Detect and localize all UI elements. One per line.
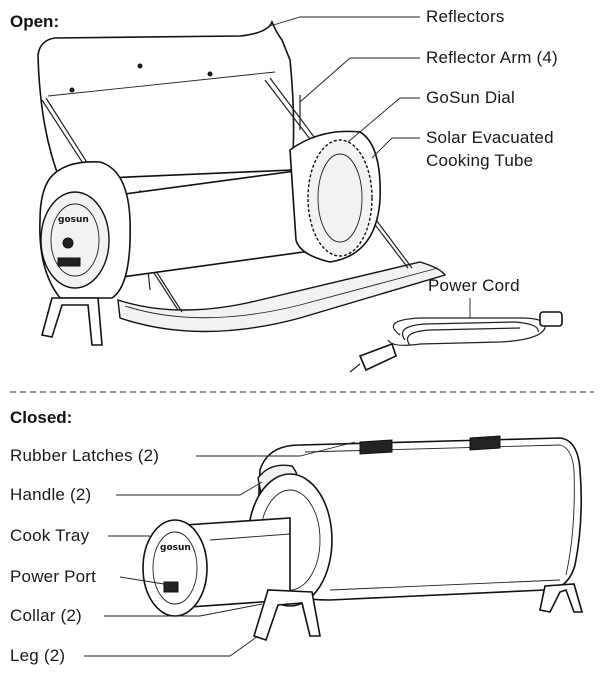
label-reflectors: Reflectors bbox=[426, 7, 505, 26]
leader-line bbox=[299, 57, 420, 103]
front-reflector-panel bbox=[117, 261, 447, 333]
power-port bbox=[163, 581, 179, 593]
dial-inner-ring bbox=[317, 153, 363, 243]
closed-leg bbox=[253, 589, 321, 642]
leader-line bbox=[119, 576, 165, 585]
gosun-dial bbox=[307, 139, 373, 257]
label-rubber-latches: Rubber Latches (2) bbox=[10, 446, 160, 465]
label-solar-tube-line1: Solar Evacuated bbox=[426, 128, 554, 147]
closed-leader-lines bbox=[84, 441, 356, 657]
leader-line bbox=[196, 441, 356, 457]
power-cord-coil bbox=[401, 321, 539, 341]
reflector-rivet bbox=[207, 71, 213, 77]
leader-line bbox=[347, 97, 420, 143]
open-leader-lines bbox=[269, 16, 471, 318]
rubber-latch bbox=[359, 439, 393, 455]
label-collar: Collar (2) bbox=[10, 606, 82, 625]
front-reflector-lip bbox=[124, 267, 439, 319]
tube-highlight bbox=[209, 533, 291, 541]
open-section-title: Open: bbox=[10, 12, 60, 31]
power-cord-coil bbox=[387, 317, 546, 346]
reflector-top-edge bbox=[47, 71, 276, 97]
rubber-latch bbox=[469, 435, 501, 451]
leader-line bbox=[104, 603, 263, 617]
cap-port-icon bbox=[62, 237, 74, 249]
leader-line bbox=[84, 635, 259, 657]
closed-section-title: Closed: bbox=[10, 408, 73, 427]
closed-leg bbox=[539, 583, 584, 613]
closed-body-edge bbox=[304, 444, 575, 576]
power-cord-coil bbox=[406, 327, 521, 346]
label-leg: Leg (2) bbox=[10, 646, 66, 665]
leader-line bbox=[116, 481, 263, 496]
reflector-rivet bbox=[69, 87, 75, 93]
label-handle: Handle (2) bbox=[10, 485, 92, 504]
leader-line bbox=[371, 137, 420, 159]
cook-tray-cap-inner bbox=[152, 531, 198, 605]
back-reflector-panel bbox=[37, 19, 295, 181]
label-power-port: Power Port bbox=[10, 567, 97, 586]
reflector-rivet bbox=[137, 63, 143, 69]
brand-logo: gosun bbox=[160, 543, 191, 553]
label-power-cord: Power Cord bbox=[428, 276, 520, 295]
car-adapter-tip bbox=[349, 363, 361, 373]
label-reflector-arm: Reflector Arm (4) bbox=[426, 48, 558, 67]
label-gosun-dial: GoSun Dial bbox=[426, 88, 515, 107]
label-cook-tray: Cook Tray bbox=[10, 526, 90, 545]
cap-inner-ring bbox=[50, 203, 100, 277]
open-cooker-illustration: gosun bbox=[37, 19, 563, 373]
leader-line bbox=[269, 16, 420, 27]
car-adapter-plug bbox=[358, 342, 397, 372]
closed-body-seam bbox=[329, 579, 561, 591]
brand-logo: gosun bbox=[58, 215, 89, 225]
closed-cooker-illustration: gosun bbox=[142, 435, 584, 642]
left-leg bbox=[41, 297, 103, 346]
label-solar-tube-line2: Cooking Tube bbox=[426, 151, 534, 170]
power-plug bbox=[539, 311, 563, 327]
cap-handle bbox=[57, 257, 81, 267]
